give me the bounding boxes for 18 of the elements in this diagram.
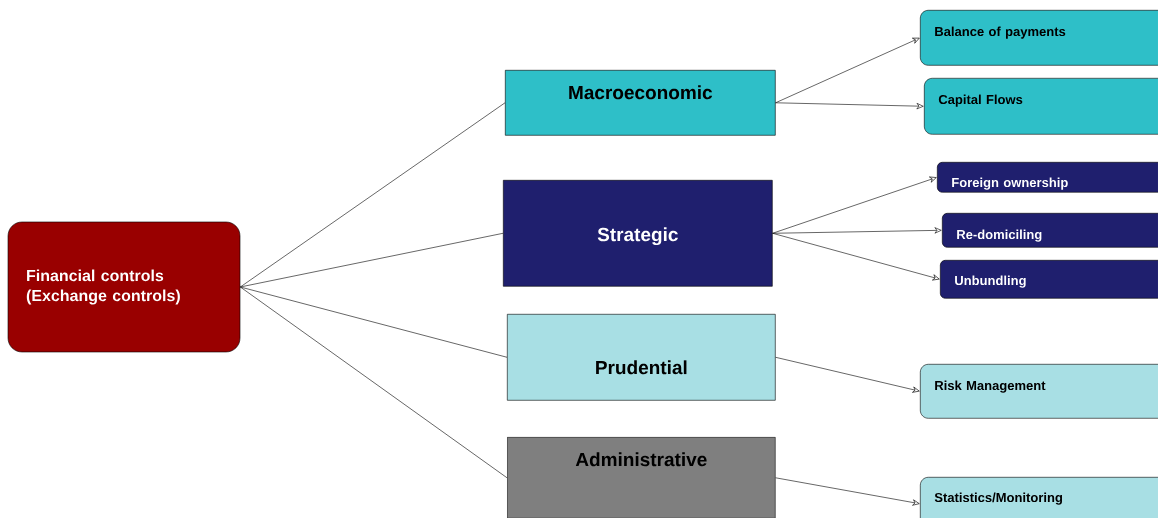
arrow bbox=[775, 102, 924, 110]
arrow bbox=[772, 233, 940, 281]
arrow bbox=[775, 357, 920, 393]
category-box: Prudential bbox=[507, 314, 776, 401]
item-box: Re-domiciling bbox=[942, 213, 1158, 248]
item-box: Risk Management bbox=[920, 364, 1158, 419]
arrow bbox=[775, 477, 920, 506]
arrow bbox=[772, 176, 937, 234]
root-box: Financial controls (Exchange controls) bbox=[7, 221, 241, 353]
item-box: Statistics/Monitoring bbox=[920, 477, 1158, 518]
arrow bbox=[775, 37, 920, 104]
category-box: Macroeconomic bbox=[505, 70, 776, 136]
item-box: Unbundling bbox=[940, 260, 1158, 299]
item-box: Capital Flows bbox=[924, 78, 1158, 135]
category-box: Strategic bbox=[503, 180, 773, 287]
item-box: Balance of payments bbox=[920, 10, 1158, 66]
category-box: Administrative bbox=[507, 437, 776, 518]
item-box: Foreign ownership bbox=[937, 162, 1158, 193]
